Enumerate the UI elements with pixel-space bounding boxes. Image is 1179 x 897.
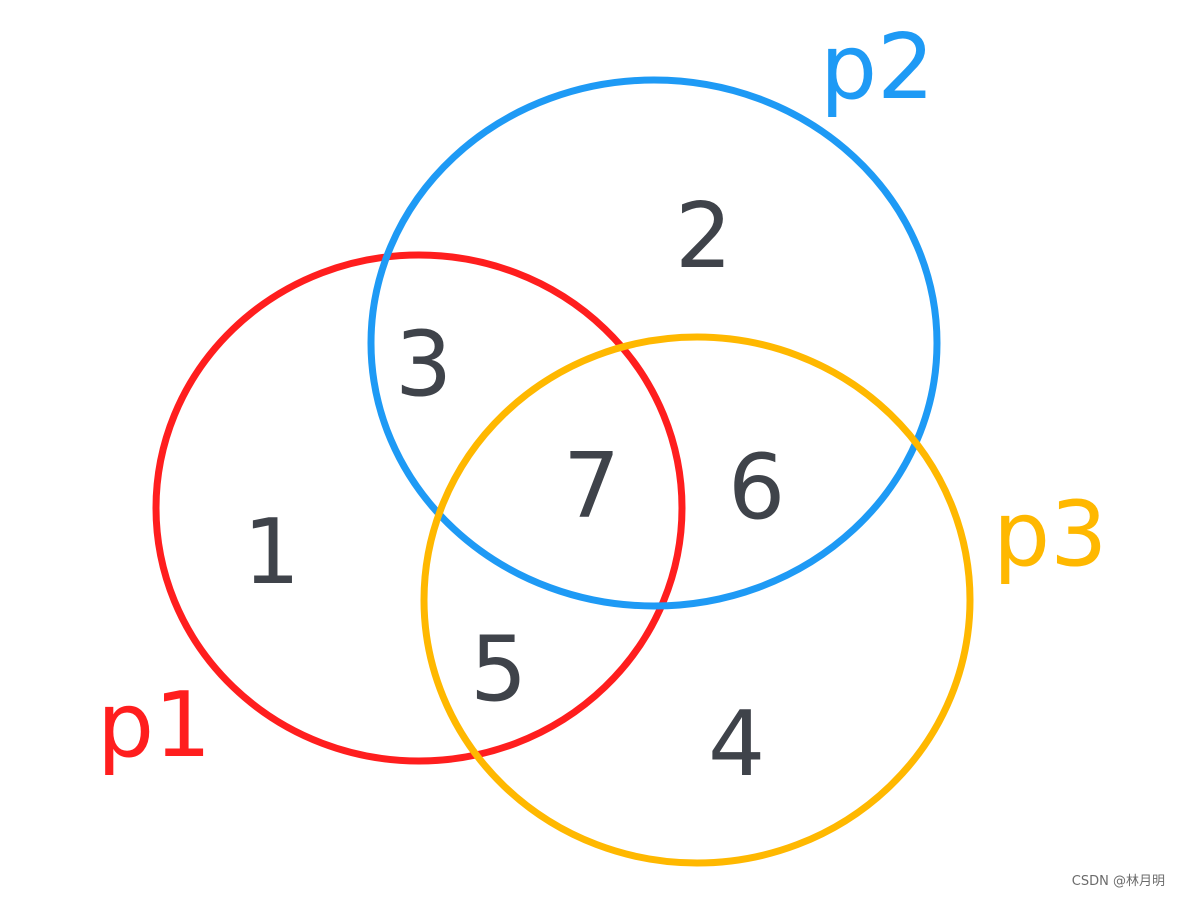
- region-p1-p3-label: 5: [470, 617, 527, 722]
- region-only-p3-label: 4: [708, 692, 765, 797]
- watermark: CSDN @林月明: [1071, 874, 1165, 889]
- set-p1-label: p1: [97, 673, 211, 778]
- set-p1-circle: [152, 251, 686, 765]
- set-p3-label: p3: [993, 482, 1107, 587]
- region-only-p2-label: 2: [675, 184, 732, 289]
- set-p3-circle: [420, 333, 974, 867]
- region-p2-p3-label: 6: [728, 435, 785, 540]
- region-all-three-label: 7: [563, 434, 620, 539]
- set-p2-label: p2: [820, 15, 934, 120]
- region-only-p1-label: 1: [243, 500, 300, 605]
- set-p2-circle: [367, 76, 941, 610]
- region-p1-p2-label: 3: [395, 312, 452, 417]
